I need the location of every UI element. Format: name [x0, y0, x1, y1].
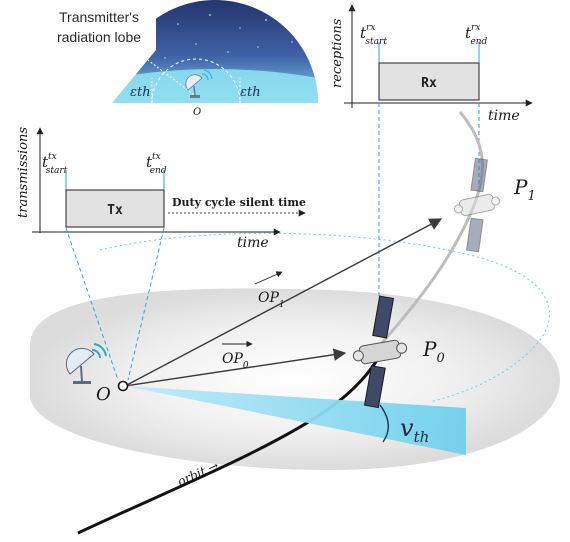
vector-op0	[124, 348, 347, 387]
rx-box	[378, 62, 480, 101]
rx-box-label: Rx	[421, 76, 437, 91]
origin-point	[117, 380, 129, 392]
guide-lines	[65, 103, 480, 381]
orbit-label: orbit →	[176, 458, 221, 488]
orbit-main	[77, 354, 382, 535]
vth-label: vth	[400, 414, 429, 446]
rx-end-label: trxend	[465, 23, 488, 47]
satellite-p0-icon	[352, 295, 408, 409]
inset-origin-label: O	[193, 107, 201, 118]
velocity-threshold-wedge: vth	[125, 386, 466, 455]
tx-xlabel: time	[237, 235, 269, 251]
rx-xlabel: time	[488, 108, 520, 124]
inset-eps-right: εth	[240, 85, 261, 100]
inset-eps-left: εth	[130, 85, 151, 100]
p1-label: P1	[513, 175, 536, 204]
silent-time-label: Duty cycle silent time	[172, 196, 306, 209]
op1-overarrow	[254, 271, 283, 285]
rx-ylabel: receptions	[330, 18, 345, 88]
tx-box-label: Tx	[107, 203, 123, 218]
inset-lobe-label-line1: Transmitter's	[59, 9, 139, 25]
tx-box	[65, 189, 165, 228]
vector-op1	[124, 218, 443, 387]
tx-ylabel: transmissions	[16, 127, 31, 218]
radiation-lobe-inset: Transmitter's radiation lobe εth εth O	[57, 0, 318, 118]
op1-label: OP1	[258, 290, 285, 310]
op0-label: OP0	[222, 351, 249, 371]
ground-plane	[30, 232, 560, 470]
ground-satellite-dish-icon	[65, 343, 107, 384]
inset-lobe-label-line2: radiation lobe	[57, 29, 141, 45]
inset-satellite-dish-icon	[185, 69, 213, 98]
satellite-p1-icon	[453, 157, 501, 253]
origin-label: O	[96, 384, 111, 405]
p0-label: P0	[422, 337, 445, 366]
